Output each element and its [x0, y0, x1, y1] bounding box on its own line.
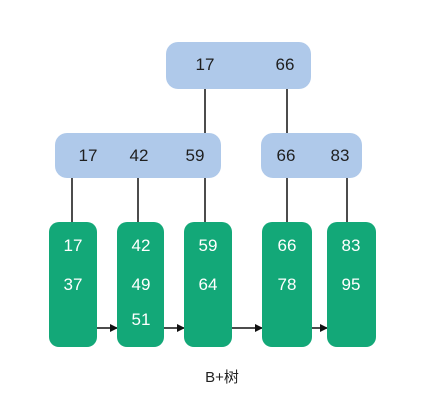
leaf-3-key-2: 64 [199, 275, 218, 294]
leaf-1-key-2: 37 [64, 275, 83, 294]
root-key-1: 17 [196, 55, 215, 74]
leaf-3-key-1: 59 [199, 236, 218, 255]
leaf-2-key-3: 51 [132, 310, 151, 329]
leaf-1-key-1: 17 [64, 236, 83, 255]
leaf-4-key-1: 66 [278, 236, 297, 255]
internal-node-2: 66 83 [261, 133, 362, 178]
diagram-caption: B+树 [205, 369, 239, 386]
internal-node-2-key-2: 83 [331, 146, 350, 165]
root-node: 17 66 [166, 42, 311, 89]
root-key-2: 66 [276, 55, 295, 74]
internal-node-2-key-1: 66 [277, 146, 296, 165]
leaf-5-key-2: 95 [342, 275, 361, 294]
leaf-2-key-1: 42 [132, 236, 151, 255]
leaf-node-2: 42 49 51 [117, 222, 164, 347]
leaf-node-3: 59 64 [184, 222, 232, 347]
internal-node-1: 17 42 59 [55, 133, 221, 178]
internal-node-1-key-3: 59 [186, 146, 205, 165]
internal-node-1-key-1: 17 [79, 146, 98, 165]
leaf-node-5: 83 95 [327, 222, 376, 347]
leaf-5-key-1: 83 [342, 236, 361, 255]
leaf-4-key-2: 78 [278, 275, 297, 294]
leaf-node-4: 66 78 [262, 222, 312, 347]
leaf-node-1: 17 37 [49, 222, 97, 347]
leaf-2-key-2: 49 [132, 275, 151, 294]
internal-node-1-key-2: 42 [130, 146, 149, 165]
